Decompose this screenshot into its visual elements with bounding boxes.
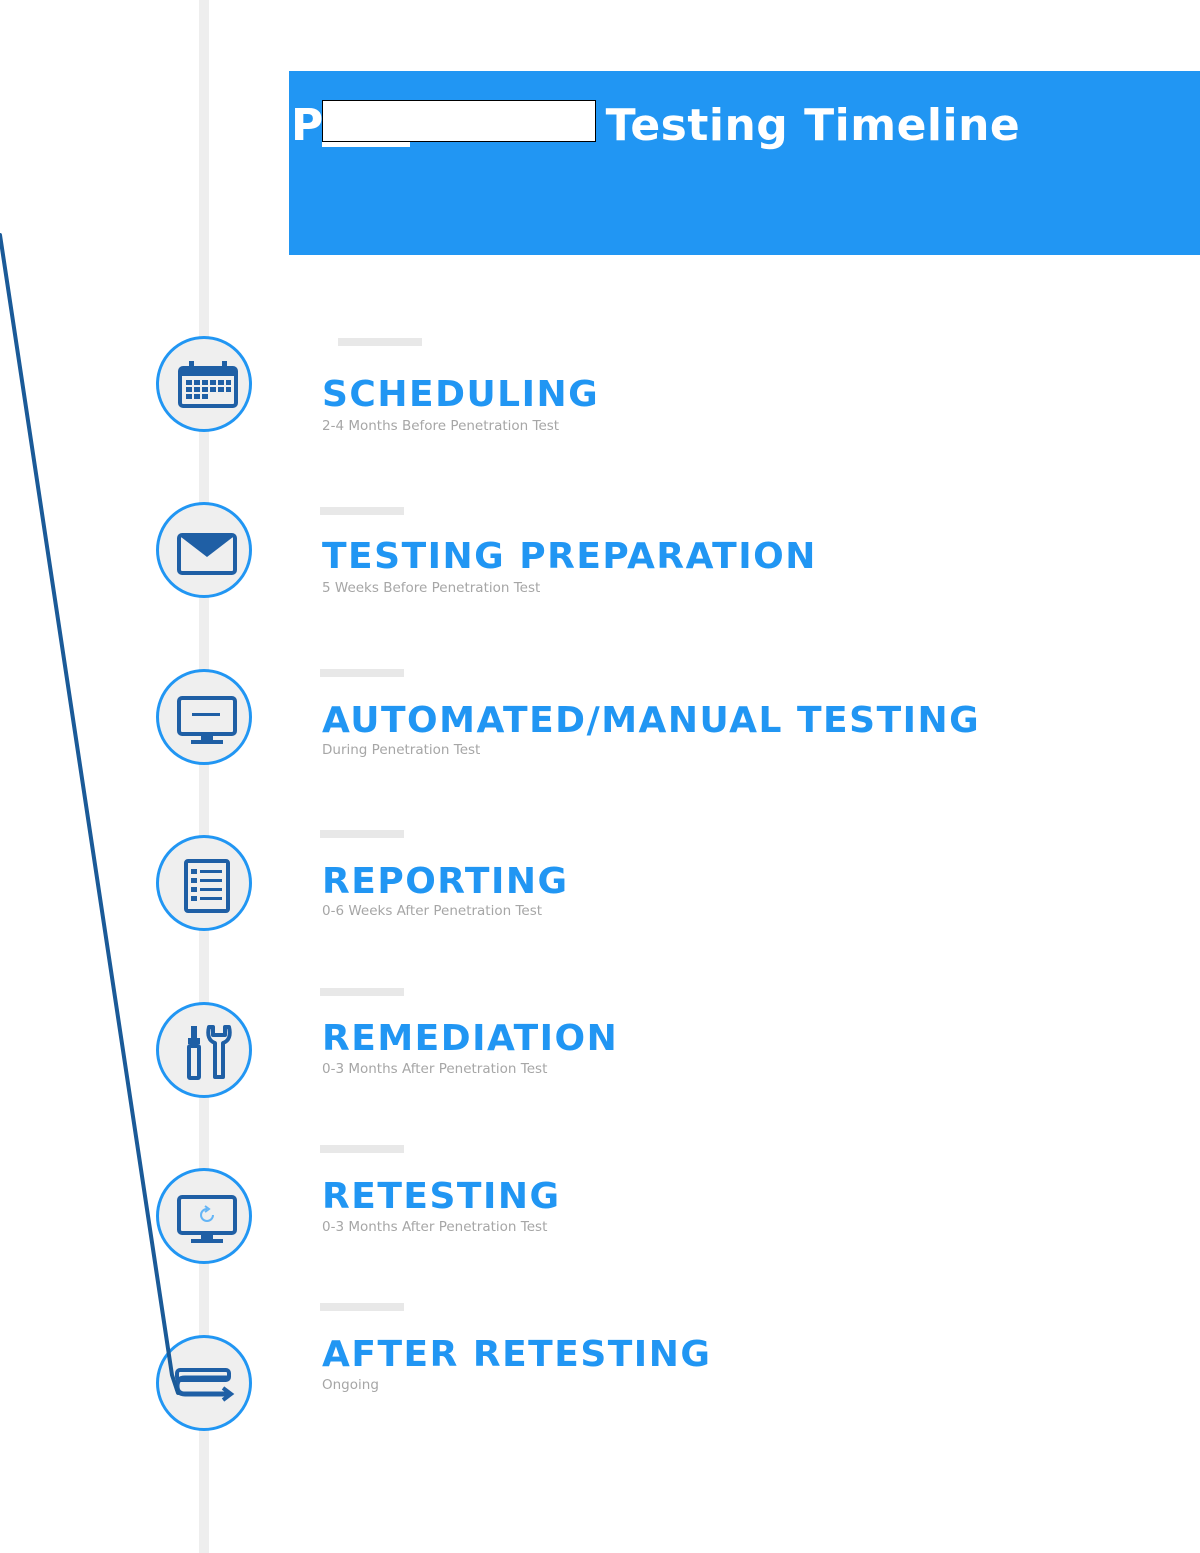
- stage-reporting-circle: [156, 835, 252, 931]
- stage-remediation-bar: [320, 988, 404, 996]
- stage-remediation-subtitle: 0-3 Months After Penetration Test: [322, 1061, 548, 1077]
- stage-scheduling-circle: [156, 336, 252, 432]
- stage-testing-preparation-title: TESTING PREPARATION: [322, 536, 817, 577]
- stage-remediation-title: REMEDIATION: [322, 1018, 619, 1059]
- stage-scheduling-subtitle: 2-4 Months Before Penetration Test: [322, 418, 560, 434]
- stage-testing-preparation-circle: [156, 502, 252, 598]
- stage-after-retesting-circle: [156, 1335, 252, 1431]
- monitor-refresh-icon: [177, 1195, 237, 1243]
- stage-automated-manual-testing-title: AUTOMATED/MANUAL TESTING: [322, 700, 981, 741]
- loop-arrow-icon: [174, 1368, 235, 1402]
- timeline-spine: [199, 0, 209, 1553]
- stage-automated-manual-testing-bar: [320, 669, 404, 677]
- stage-reporting-subtitle: 0-6 Weeks After Penetration Test: [322, 903, 543, 919]
- redaction-mark: [322, 142, 410, 147]
- stage-after-retesting-subtitle: Ongoing: [322, 1377, 379, 1393]
- stage-scheduling-bar: [338, 338, 422, 346]
- monitor-icon: [177, 696, 237, 744]
- envelope-icon: [177, 533, 237, 575]
- checklist-icon: [184, 859, 230, 913]
- stage-retesting-bar: [320, 1145, 404, 1153]
- stage-testing-preparation-subtitle: 5 Weeks Before Penetration Test: [322, 580, 541, 596]
- stage-testing-preparation-bar: [320, 507, 404, 515]
- stage-retesting-title: RETESTING: [322, 1176, 561, 1217]
- redaction-box: [322, 100, 596, 142]
- stage-after-retesting-title: AFTER RETESTING: [322, 1334, 712, 1375]
- calendar-icon: [178, 361, 238, 408]
- stage-automated-manual-testing-subtitle: During Penetration Test: [322, 742, 481, 758]
- stage-retesting-subtitle: 0-3 Months After Penetration Test: [322, 1219, 548, 1235]
- stage-reporting-bar: [320, 830, 404, 838]
- stage-remediation-circle: [156, 1002, 252, 1098]
- stage-after-retesting-bar: [320, 1303, 404, 1311]
- tools-icon: [187, 1025, 232, 1080]
- stage-scheduling-title: SCHEDULING: [322, 374, 600, 415]
- stage-reporting-title: REPORTING: [322, 861, 569, 902]
- stage-retesting-circle: [156, 1168, 252, 1264]
- stage-automated-manual-testing-circle: [156, 669, 252, 765]
